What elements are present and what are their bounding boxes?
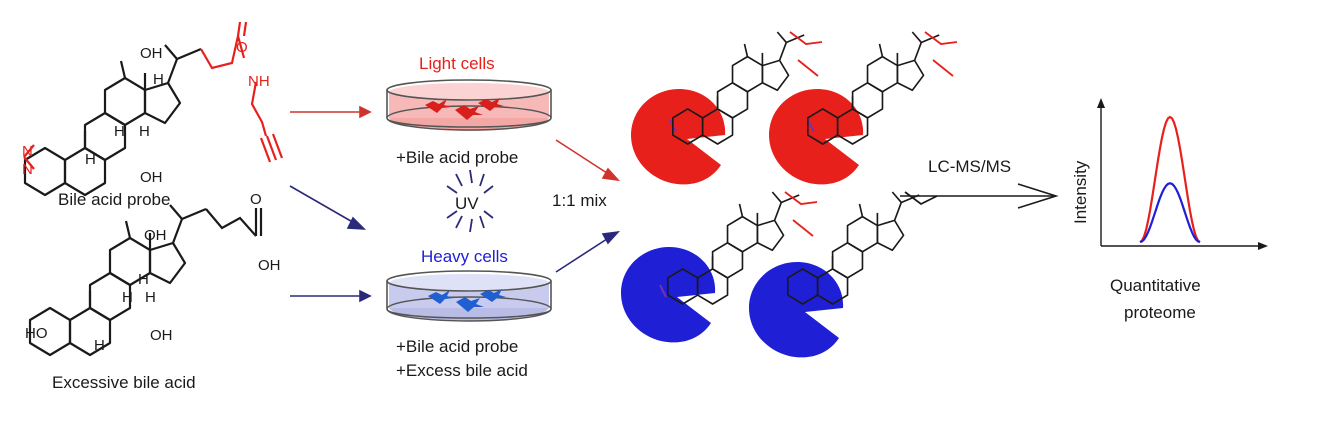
probe-o: O xyxy=(236,39,248,56)
lcms-label: LC-MS/MS xyxy=(928,157,1011,176)
light-cell-dish xyxy=(386,79,552,131)
excessive-bile-acid-structure: OH OH HO H H H H O OH xyxy=(25,191,281,357)
bile-acid-probe-label: Bile acid probe xyxy=(58,190,170,209)
light-cells-label: Light cells xyxy=(419,54,495,73)
bile-ho: HO xyxy=(25,325,48,342)
arrow-bile-to-heavy xyxy=(290,289,372,303)
probe-oh-bottom: OH xyxy=(140,169,163,186)
excessive-bile-acid-label: Excessive bile acid xyxy=(52,373,196,392)
proteome-label: proteome xyxy=(1124,303,1196,322)
heavy-treatment-label-1: +Bile acid probe xyxy=(396,337,518,356)
arrow-lcms xyxy=(900,183,1059,209)
probe-oh-top: OH xyxy=(140,45,163,62)
y-axis-label: Intensity xyxy=(1071,160,1090,224)
heavy-protein-1 xyxy=(621,191,818,343)
mix-label: 1:1 mix xyxy=(552,191,607,210)
probe-h-2: H xyxy=(139,123,150,140)
heavy-treatment-label-2: +Excess bile acid xyxy=(396,361,528,380)
light-protein-2 xyxy=(769,31,958,185)
bile-h-1: H xyxy=(138,271,149,288)
bile-oh-acid: OH xyxy=(258,257,281,274)
y-axis-arrowhead xyxy=(1097,98,1105,108)
light-protein-1 xyxy=(631,31,823,185)
arrow-probe-to-light xyxy=(290,105,372,119)
arrow-heavy-to-mix xyxy=(555,230,621,273)
probe-nh: NH xyxy=(248,73,270,90)
bile-h-4: H xyxy=(94,337,105,354)
bile-o: O xyxy=(250,191,262,208)
uv-rays xyxy=(446,169,494,233)
arrow-light-to-mix xyxy=(555,139,621,182)
bile-h-3: H xyxy=(145,289,156,306)
intensity-chart: Intensity xyxy=(1071,98,1268,250)
light-treatment-label: +Bile acid probe xyxy=(396,148,518,167)
arrow-probe-to-heavy xyxy=(289,185,367,230)
quantitative-label: Quantitative xyxy=(1110,276,1201,295)
x-axis-arrowhead xyxy=(1258,242,1268,250)
probe-n-2: N xyxy=(22,161,33,178)
heavy-cell-dish xyxy=(386,270,552,322)
probe-h-4: H xyxy=(153,71,164,88)
heavy-protein-2 xyxy=(749,191,938,358)
bile-h-2: H xyxy=(122,289,133,306)
bile-acid-probe-structure: OH OH H H H H O NH N N xyxy=(22,21,284,197)
bile-oh-bottom: OH xyxy=(150,327,173,344)
uv-label: UV xyxy=(455,194,479,213)
probe-h-3: H xyxy=(85,151,96,168)
probe-h-1: H xyxy=(114,123,125,140)
heavy-cells-label: Heavy cells xyxy=(421,247,508,266)
series-0-peak xyxy=(1139,115,1201,243)
bile-oh-top: OH xyxy=(144,227,167,244)
probe-n-1: N xyxy=(22,143,33,160)
series-1-peak xyxy=(1139,182,1201,244)
